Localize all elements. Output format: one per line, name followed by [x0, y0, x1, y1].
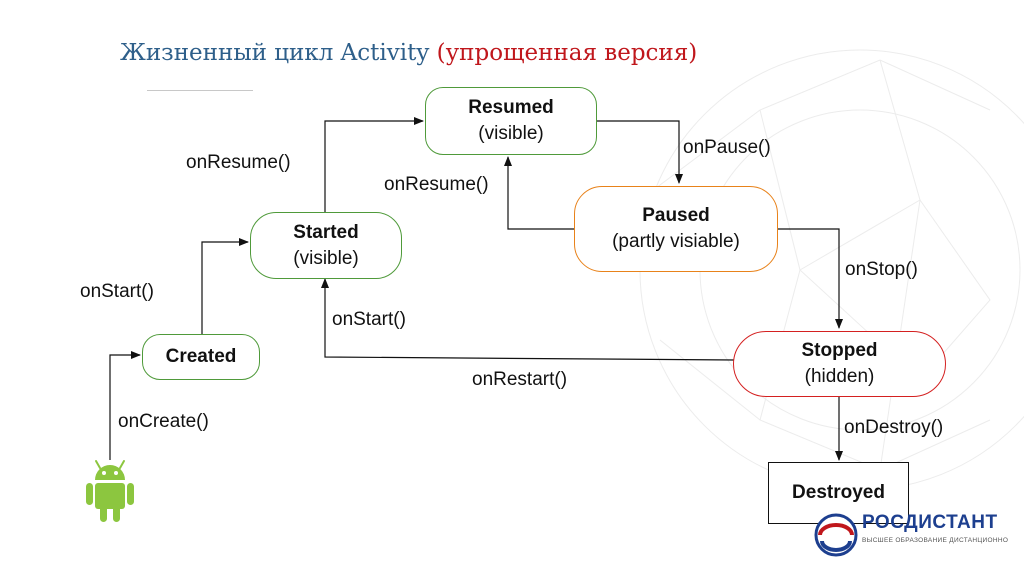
state-paused: Paused (partly visiable) [574, 186, 778, 272]
state-created-name: Created [165, 346, 237, 367]
label-onrestart: onRestart() [472, 369, 568, 390]
arrow-onresume-started [324, 117, 424, 212]
title-sub: (упрощенная версия) [436, 40, 698, 66]
label-onresume-started: onResume() [186, 152, 291, 173]
state-destroyed-name: Destroyed [792, 482, 885, 503]
arrow-onresume-paused [504, 156, 574, 230]
logo-name: РОСДИСТАНТ [862, 512, 998, 533]
arrow-onrestart [321, 278, 736, 361]
state-started-visibility: (visible) [293, 247, 359, 269]
label-ondestroy: onDestroy() [844, 417, 944, 438]
state-resumed-visibility: (visible) [478, 123, 544, 144]
state-resumed: Resumed (visible) [425, 87, 597, 155]
label-onpause: onPause() [683, 137, 771, 158]
state-started-name: Started [293, 221, 359, 243]
slide-title: Жизненный цикл Activity (упрощенная верс… [120, 40, 697, 66]
arrow-oncreate [109, 351, 141, 460]
state-stopped-name: Stopped [801, 340, 878, 361]
title-divider [147, 90, 253, 91]
state-stopped-visibility: (hidden) [804, 366, 875, 387]
label-onstop: onStop() [845, 259, 918, 280]
state-resumed-name: Resumed [468, 97, 554, 118]
label-onresume-paused: onResume() [384, 174, 489, 195]
android-icon [86, 460, 134, 522]
logo-tagline: ВЫСШЕЕ ОБРАЗОВАНИЕ ДИСТАНЦИОННО [862, 537, 1009, 544]
state-stopped: Stopped (hidden) [733, 331, 946, 397]
arrow-onstart-created [201, 238, 249, 334]
label-onstart-restart: onStart() [332, 309, 406, 330]
title-main: Жизненный цикл Activity [120, 40, 430, 66]
arrow-onpause [597, 120, 683, 184]
arrow-onstop [778, 228, 843, 329]
label-onstart-created: onStart() [80, 281, 154, 302]
state-created: Created [142, 334, 260, 380]
state-paused-name: Paused [642, 205, 710, 226]
label-oncreate: onCreate() [118, 411, 209, 432]
state-started: Started (visible) [250, 212, 402, 279]
state-paused-visibility: (partly visiable) [612, 231, 740, 252]
rosdistant-logo-emblem [814, 513, 858, 557]
